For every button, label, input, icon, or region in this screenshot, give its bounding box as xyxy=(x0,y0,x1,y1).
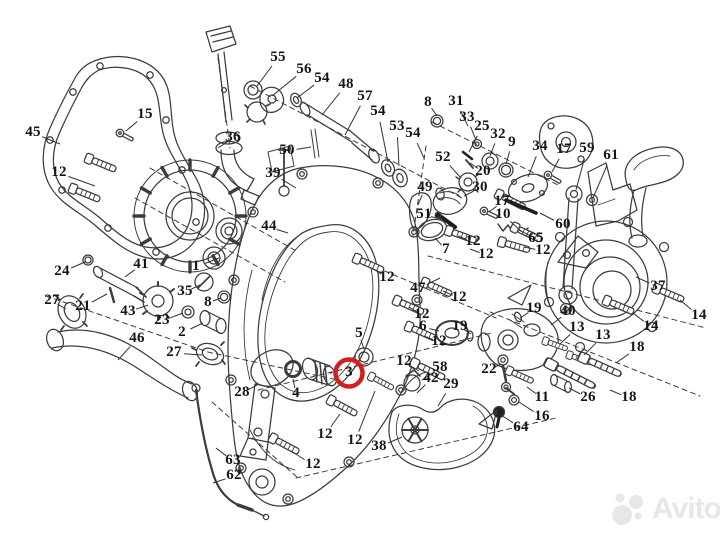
fasteners xyxy=(67,127,687,458)
bearings-1 xyxy=(202,217,243,270)
waterpump-body-group xyxy=(477,308,573,429)
gasket-45 xyxy=(42,56,206,260)
intake-tube-46 xyxy=(45,328,199,402)
triangle-markers xyxy=(478,284,532,430)
dipstick-36 xyxy=(205,25,260,206)
watermark-text: Avito xyxy=(652,492,720,525)
tensioner-and-seals xyxy=(284,320,474,387)
bracket-cable-group xyxy=(191,383,276,521)
avito-logo-icon xyxy=(612,493,643,525)
stator-magneto xyxy=(132,158,248,274)
waterpump-hose-group xyxy=(388,369,496,471)
highlight-ring xyxy=(333,357,365,389)
camshaft-cluster xyxy=(243,80,408,188)
avito-watermark: Avito xyxy=(608,489,720,529)
starter-gear-train xyxy=(55,254,231,367)
